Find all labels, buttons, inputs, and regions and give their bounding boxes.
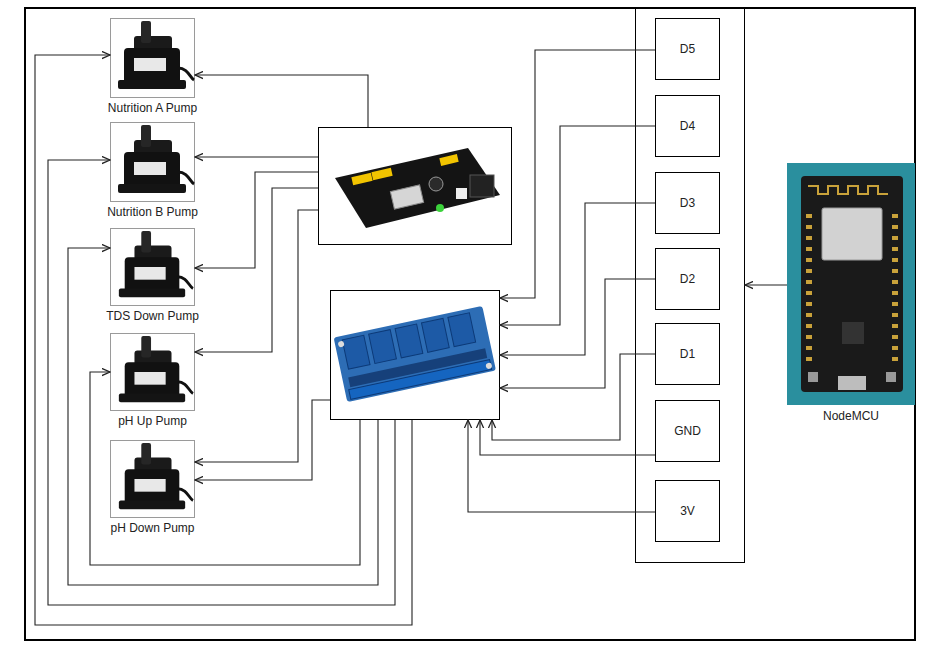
flash-button [886, 372, 896, 382]
pump-box: pH Down Pump [110, 440, 195, 518]
pin-box: D1 [655, 323, 720, 385]
wire-arrow [468, 420, 655, 512]
pump-label: Nutrition A Pump [108, 101, 197, 115]
relay-drivers [348, 348, 487, 387]
pump-illustration [118, 125, 194, 193]
yellow-jumper [371, 168, 392, 180]
green-led [436, 204, 444, 212]
power-pcb [335, 148, 500, 228]
wire-arrow [195, 172, 318, 268]
pin-box: D4 [655, 95, 720, 157]
wire-arrow [195, 156, 318, 157]
wifi-module [822, 208, 882, 260]
relay [448, 313, 476, 347]
nodemcu-board: NodeMCU [787, 163, 915, 405]
pin-label: D3 [680, 196, 695, 210]
reset-button [808, 372, 818, 382]
capacitor [429, 177, 443, 191]
wire-arrow [48, 160, 395, 605]
mount-post [338, 341, 345, 348]
wire-arrow [35, 55, 412, 625]
relay-pcb [334, 306, 496, 402]
pump-label: pH Down Pump [110, 521, 194, 535]
pin-box: 3V [655, 480, 720, 542]
pump-label: Nutrition B Pump [107, 205, 198, 219]
pump-box: TDS Down Pump [110, 228, 195, 306]
wire-arrow [480, 420, 655, 455]
power-module-box [318, 127, 512, 245]
pump-box: Nutrition A Pump [110, 18, 195, 98]
wire-arrow [500, 203, 655, 355]
micro-usb [838, 376, 866, 390]
pin-box: GND [655, 400, 720, 462]
pump-illustration [119, 443, 193, 509]
wire-arrow [500, 50, 655, 298]
wire-arrow [492, 354, 655, 440]
pin-label: D4 [680, 119, 695, 133]
usb-chip [842, 322, 864, 344]
pin-box: D5 [655, 18, 720, 80]
wire-arrow [500, 279, 655, 388]
usb-port [390, 185, 423, 209]
pin-box: D3 [655, 172, 720, 234]
yellow-jumper [439, 154, 458, 166]
pump-label: TDS Down Pump [106, 309, 199, 323]
wire-arrow [68, 248, 378, 585]
pcb-antenna [808, 186, 888, 194]
wire-arrow [195, 400, 330, 480]
power-module-illustration [335, 148, 500, 228]
power-button [456, 188, 467, 199]
wire-arrow [195, 75, 368, 127]
pump-illustration [118, 21, 194, 89]
relay [421, 318, 449, 352]
pump-illustration [119, 231, 193, 297]
wire-arrow [90, 372, 360, 565]
pin-label: D5 [680, 42, 695, 56]
pin-label: 3V [680, 504, 695, 518]
pump-illustration [119, 336, 193, 402]
wire-arrow [195, 210, 318, 462]
wire-arrow [745, 284, 787, 285]
relay [342, 335, 370, 369]
nodemcu-background [787, 163, 915, 405]
pin-box: D2 [655, 248, 720, 310]
wire-arrow [500, 126, 655, 325]
relay [395, 324, 423, 358]
pump-label: pH Up Pump [118, 414, 187, 428]
yellow-jumper [351, 173, 372, 185]
relay-module-box [330, 290, 500, 420]
pin-header-box: D5D4D3D2D1GND 3V [635, 8, 745, 563]
screw-terminals [349, 360, 492, 400]
nodemcu-illustration [787, 163, 915, 405]
pin-label: GND [674, 424, 701, 438]
pin-label: D1 [680, 347, 695, 361]
outer-frame [25, 8, 915, 640]
wire-arrow [195, 188, 318, 352]
board-label: NodeMCU [823, 409, 879, 423]
nodemcu-pcb [801, 176, 903, 392]
relay [369, 330, 397, 364]
header-pins [809, 214, 895, 364]
relay-module-illustration [334, 306, 496, 402]
barrel-jack [470, 175, 494, 197]
pump-box: Nutrition B Pump [110, 122, 195, 202]
mount-post [485, 362, 492, 369]
pin-label: D2 [680, 272, 695, 286]
pump-box: pH Up Pump [110, 333, 195, 411]
